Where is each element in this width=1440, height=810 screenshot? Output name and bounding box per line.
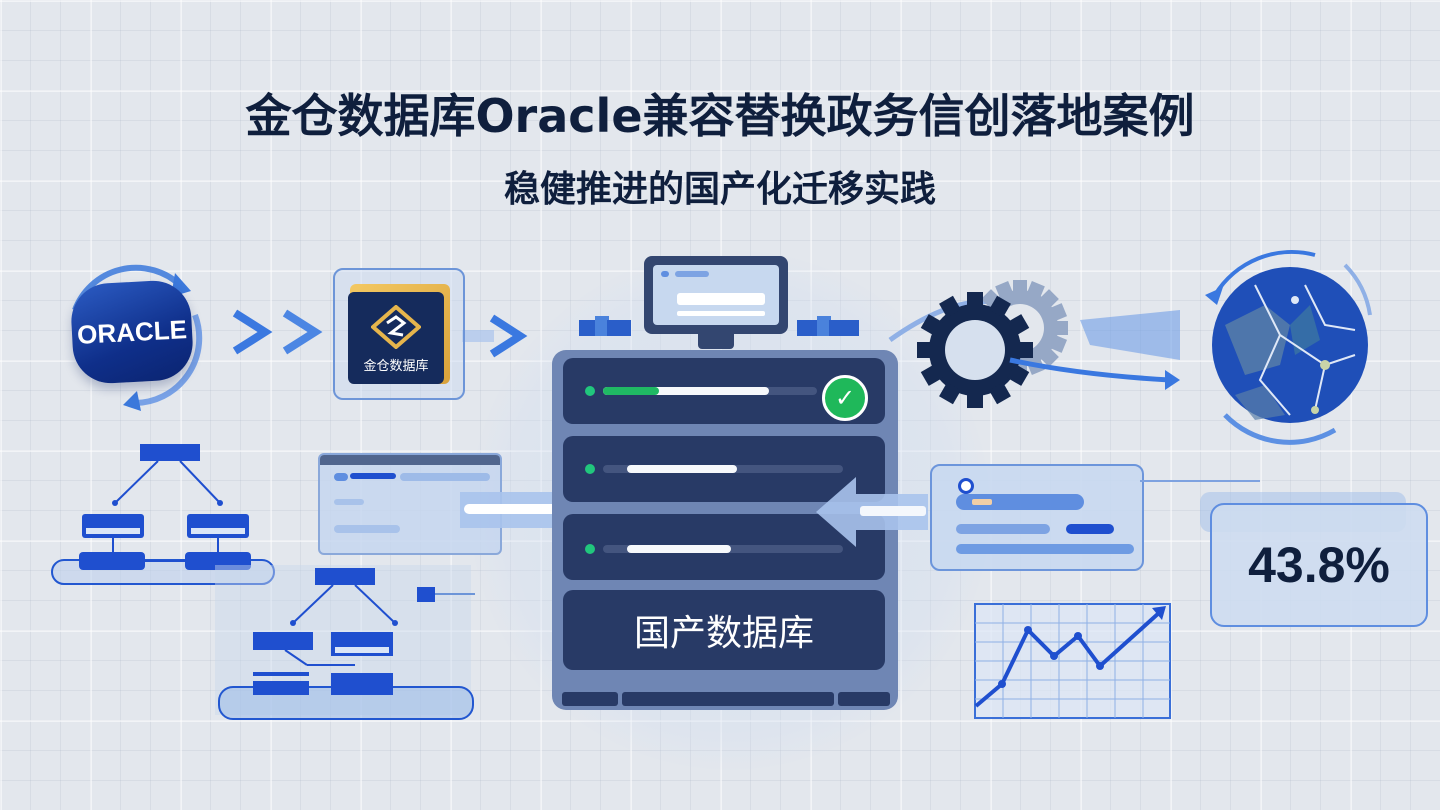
card-line: [1066, 524, 1114, 534]
card-line: [956, 494, 1084, 510]
server-label: 国产数据库: [633, 613, 814, 654]
metric-value: 43.8%: [1248, 537, 1390, 593]
card-radio-icon: [958, 478, 974, 494]
progress-bar: [603, 387, 769, 395]
server-foot: [562, 692, 618, 706]
page-subtitle: 稳健推进的国产化迁移实践: [503, 169, 936, 210]
trend-chart-icon: [974, 603, 1171, 719]
monitor-screen: [653, 265, 779, 325]
screen-line: [677, 293, 765, 305]
window-dot: [334, 473, 348, 481]
screen-line: [677, 311, 765, 316]
page-title: 金仓数据库Oracle兼容替换政务信创落地案例: [245, 89, 1195, 143]
oracle-logo-label: ORACLE: [76, 313, 188, 350]
status-led: [585, 464, 595, 474]
connector-line: [1140, 480, 1260, 482]
screen-line: [675, 271, 709, 277]
window-line: [350, 473, 396, 479]
progress-bar: [627, 465, 737, 473]
server-foot: [622, 692, 834, 706]
status-led: [585, 386, 595, 396]
progress-bar-success: [603, 387, 659, 395]
status-led: [585, 544, 595, 554]
card-line: [956, 524, 1050, 534]
window-line: [334, 525, 400, 533]
card-line: [956, 544, 1134, 554]
server-foot: [838, 692, 890, 706]
screen-dot: [661, 271, 669, 277]
window-titlebar: [320, 455, 500, 465]
org-chart-icon: [51, 444, 275, 585]
card-highlight: [972, 499, 992, 505]
server-label-panel: 国产数据库: [563, 590, 885, 670]
chevron-arrow-icon: [232, 309, 323, 355]
window-line: [334, 499, 364, 505]
window-line: [400, 473, 490, 481]
info-card: [930, 464, 1144, 571]
kingbase-logo-label: 金仓数据库: [363, 359, 429, 374]
monitor-icon: [644, 256, 788, 334]
oracle-logo: ORACLE: [69, 278, 195, 386]
kingbase-emblem-icon: [371, 305, 421, 349]
progress-bar: [627, 545, 731, 553]
org-chart-icon: [215, 565, 475, 720]
data-blocks-icon: [579, 316, 631, 336]
data-blocks-icon: [797, 316, 859, 336]
metric-callout: 43.8%: [1210, 503, 1428, 627]
globe-icon: [1205, 249, 1372, 445]
gear-icon: [888, 280, 1180, 408]
check-icon: ✓: [822, 375, 868, 421]
server-unit-2: [563, 436, 885, 502]
arrow-into-server-icon: [816, 477, 928, 547]
chevron-arrow-icon: [462, 314, 528, 358]
kingbase-logo: 金仓数据库: [348, 292, 444, 384]
monitor-stand: [698, 333, 734, 349]
